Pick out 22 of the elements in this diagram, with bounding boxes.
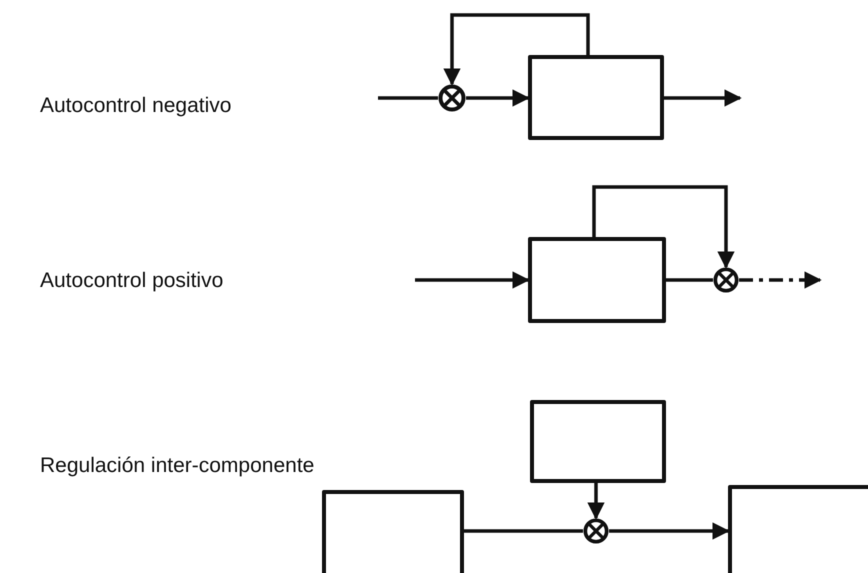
arrow [443,13,590,86]
block-box [528,55,664,140]
block-box [728,485,868,573]
arrow [587,483,605,520]
connector-line [666,278,713,282]
row-label: Autocontrol negativo [40,94,232,118]
arrow [592,185,735,269]
multiplier-junction [583,518,609,544]
multiplier-junction [713,267,739,293]
connector-line [464,529,583,533]
connector-line [378,96,438,100]
multiplier-junction [438,84,466,112]
arrow [415,271,530,289]
block-box [530,400,666,483]
block-box [322,490,464,573]
row-label: Regulación inter-componente [40,454,314,478]
arrow [739,271,822,289]
arrow [609,522,730,540]
row-label: Autocontrol positivo [40,269,224,293]
block-box [528,237,666,323]
arrow [466,89,530,107]
arrow [664,89,742,107]
